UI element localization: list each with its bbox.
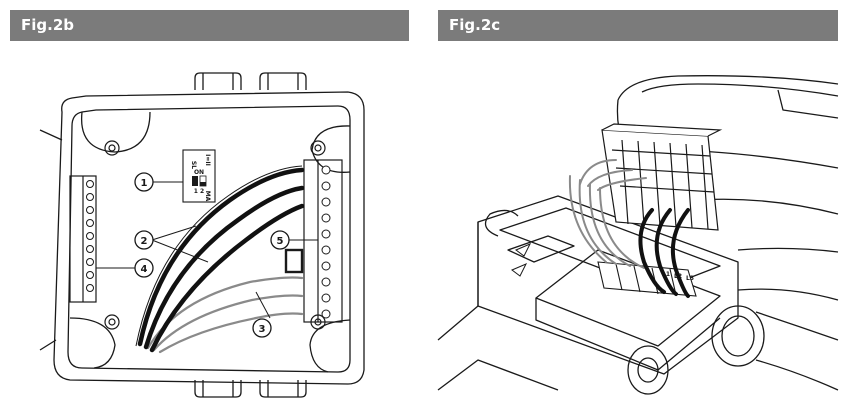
callout-circles <box>134 172 290 338</box>
grey-wires-2c <box>568 159 647 269</box>
cable-outlines <box>135 165 303 347</box>
fig-2b-title: Fig.2b <box>21 16 74 34</box>
right-terminal-block <box>284 159 343 323</box>
top-cable-glands <box>194 72 307 90</box>
callout-5: 5 <box>277 236 284 247</box>
left-terminal-screws <box>86 180 94 292</box>
black-wires-2c <box>638 208 690 298</box>
dip-label-ma: MA <box>204 191 211 202</box>
corner-bosses <box>69 111 351 373</box>
terminal-label-l1: L1 <box>662 271 670 278</box>
dip-label-sl: SL <box>190 161 197 169</box>
dip-label-on: ON <box>194 169 204 176</box>
housing-inner <box>67 105 351 373</box>
callout-3: 3 <box>259 324 266 335</box>
terminal-label-l3: L3 <box>686 275 694 282</box>
lid-arrows <box>511 243 532 277</box>
callout-2: 2 <box>141 236 148 247</box>
fig-2c-diagram: L3 L2 L1 <box>437 75 839 395</box>
callout-4: 4 <box>141 264 148 275</box>
fig-2b-diagram: SL I=II ON 1 2 MA 1 2 4 3 <box>39 72 365 398</box>
right-terminal-screws <box>321 165 331 319</box>
dip-label-top: I=II <box>204 154 211 166</box>
housing-outer <box>53 91 365 385</box>
gland-nuts <box>627 305 839 395</box>
left-terminal-block <box>69 175 97 303</box>
fig-2c-title-bar: Fig.2c <box>438 10 838 41</box>
plug-connector <box>601 123 723 231</box>
dip-label-positions: 1 2 <box>194 188 204 195</box>
dip-switch-labels: SL I=II ON 1 2 MA <box>190 154 211 202</box>
black-cables <box>137 167 305 353</box>
callout-1: 1 <box>141 178 148 189</box>
callout-leaders <box>96 181 318 319</box>
fig-2b-title-bar: Fig.2b <box>10 10 409 41</box>
dip-switch <box>182 149 216 203</box>
fig-2c-title: Fig.2c <box>449 16 501 34</box>
